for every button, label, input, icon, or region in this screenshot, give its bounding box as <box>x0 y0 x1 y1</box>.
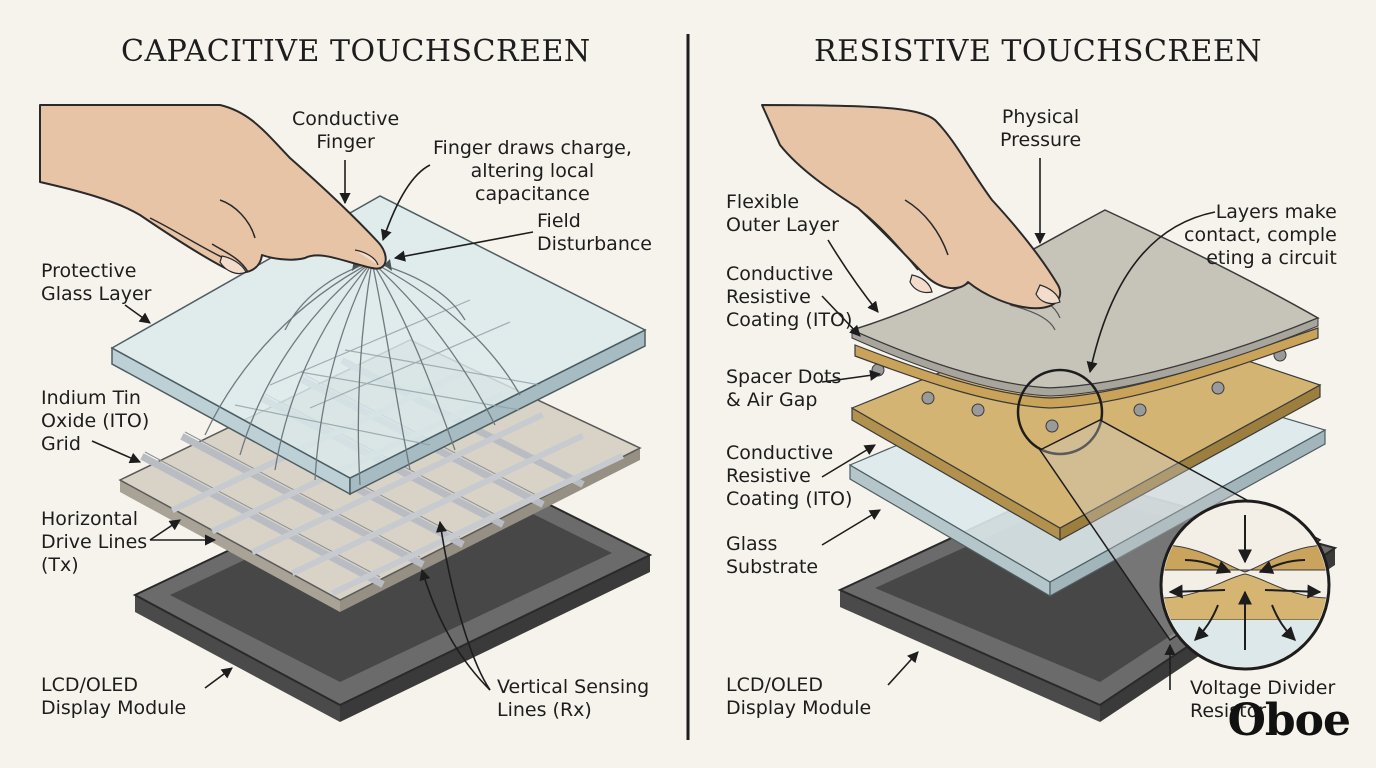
cap-label-charge-note: Finger draws charge, altering local capa… <box>433 137 632 206</box>
res-label-spacer: Spacer Dots & Air Gap <box>726 366 841 412</box>
res-label-pressure: Physical Pressure <box>1000 106 1081 152</box>
cap-label-ito-grid: Indium Tin Oxide (ITO) Grid <box>41 387 149 456</box>
res-label-coating-bottom: Conductive Resistive Coating (ITO) <box>726 442 852 511</box>
cap-label-finger: Conductive Finger <box>292 108 399 154</box>
resistive-illustration <box>762 105 1335 722</box>
cap-label-drive-lines: Horizontal Drive Lines (Tx) <box>41 508 147 577</box>
resistive-title: RESISTIVE TOUCHSCREEN <box>814 34 1262 69</box>
cap-label-sense-lines: Vertical Sensing Lines (Rx) <box>497 676 649 722</box>
cap-label-glass: Protective Glass Layer <box>41 260 151 306</box>
res-label-contact: Layers make contact, comple eting a circ… <box>1184 201 1337 270</box>
cap-label-field: Field Disturbance <box>537 210 652 256</box>
oboe-logo: Oboe <box>1228 695 1350 746</box>
res-label-display: LCD/OLED Display Module <box>726 674 871 720</box>
res-label-outer: Flexible Outer Layer <box>726 191 839 237</box>
capacitive-title: CAPACITIVE TOUCHSCREEN <box>121 34 591 69</box>
res-label-coating-top: Conductive Resistive Coating (ITO) <box>726 263 852 332</box>
cap-label-display: LCD/OLED Display Module <box>41 674 186 720</box>
res-label-substrate: Glass Substrate <box>726 533 818 579</box>
